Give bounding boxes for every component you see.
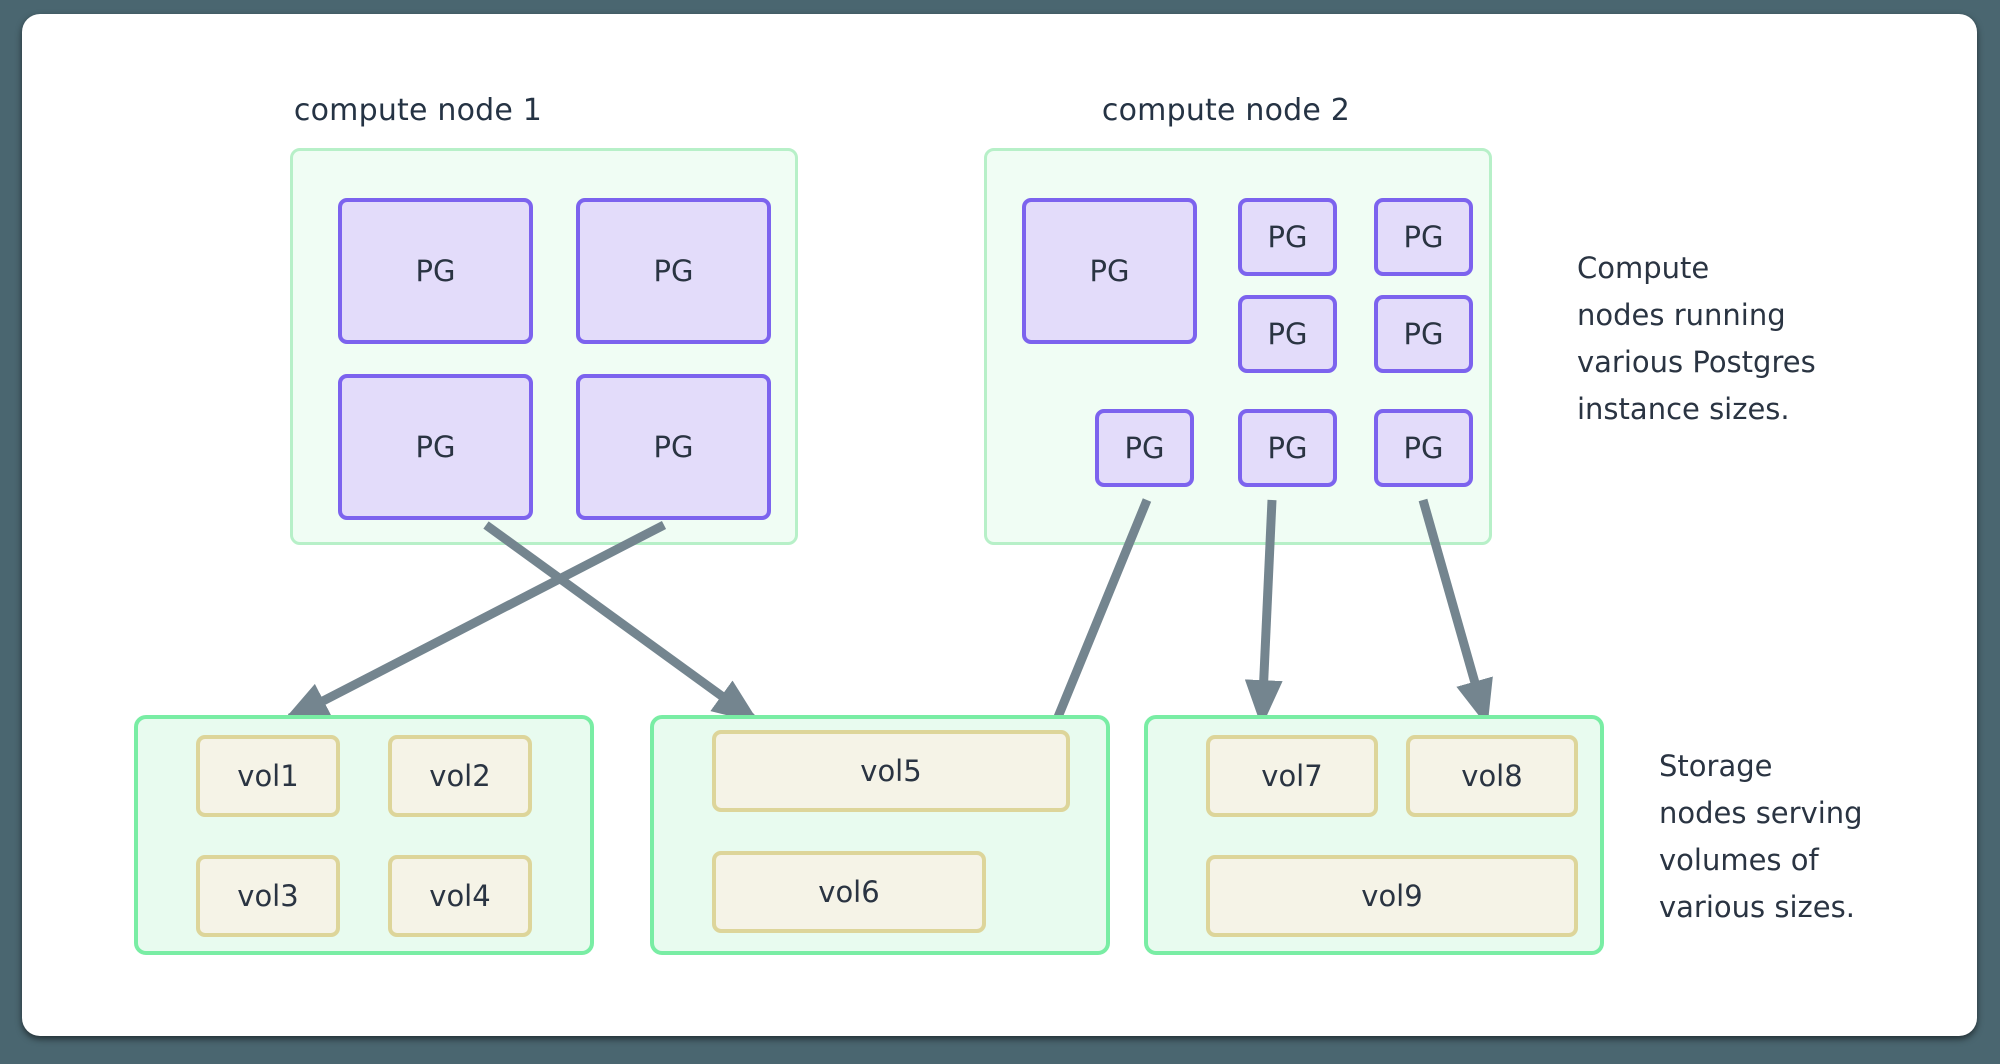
volume-box: vol5 — [712, 730, 1070, 812]
pg-instance: PG — [1238, 198, 1337, 276]
volume-box: vol2 — [388, 735, 532, 817]
volume-box: vol8 — [1406, 735, 1578, 817]
volume-box: vol3 — [196, 855, 340, 937]
pg-instance: PG — [1374, 198, 1473, 276]
volume-box: vol6 — [712, 851, 986, 933]
pg-instance: PG — [576, 198, 771, 344]
compute-node-title: compute node 1 — [293, 93, 543, 128]
pg-instance: PG — [1095, 409, 1194, 487]
volume-box: vol1 — [196, 735, 340, 817]
pg-instance: PG — [1238, 409, 1337, 487]
storage-annotation: Storage nodes serving volumes of various… — [1659, 749, 1863, 924]
pg-instance: PG — [1022, 198, 1197, 344]
compute-annotation: Compute nodes running various Postgres i… — [1577, 251, 1816, 426]
volume-box: vol7 — [1206, 735, 1378, 817]
pg-instance: PG — [338, 198, 533, 344]
pg-instance: PG — [1374, 409, 1473, 487]
compute-node-title: compute node 2 — [1101, 93, 1351, 128]
pg-instance: PG — [576, 374, 771, 520]
pg-instance: PG — [1374, 295, 1473, 373]
volume-box: vol4 — [388, 855, 532, 937]
pg-instance: PG — [1238, 295, 1337, 373]
pg-instance: PG — [338, 374, 533, 520]
volume-box: vol9 — [1206, 855, 1578, 937]
